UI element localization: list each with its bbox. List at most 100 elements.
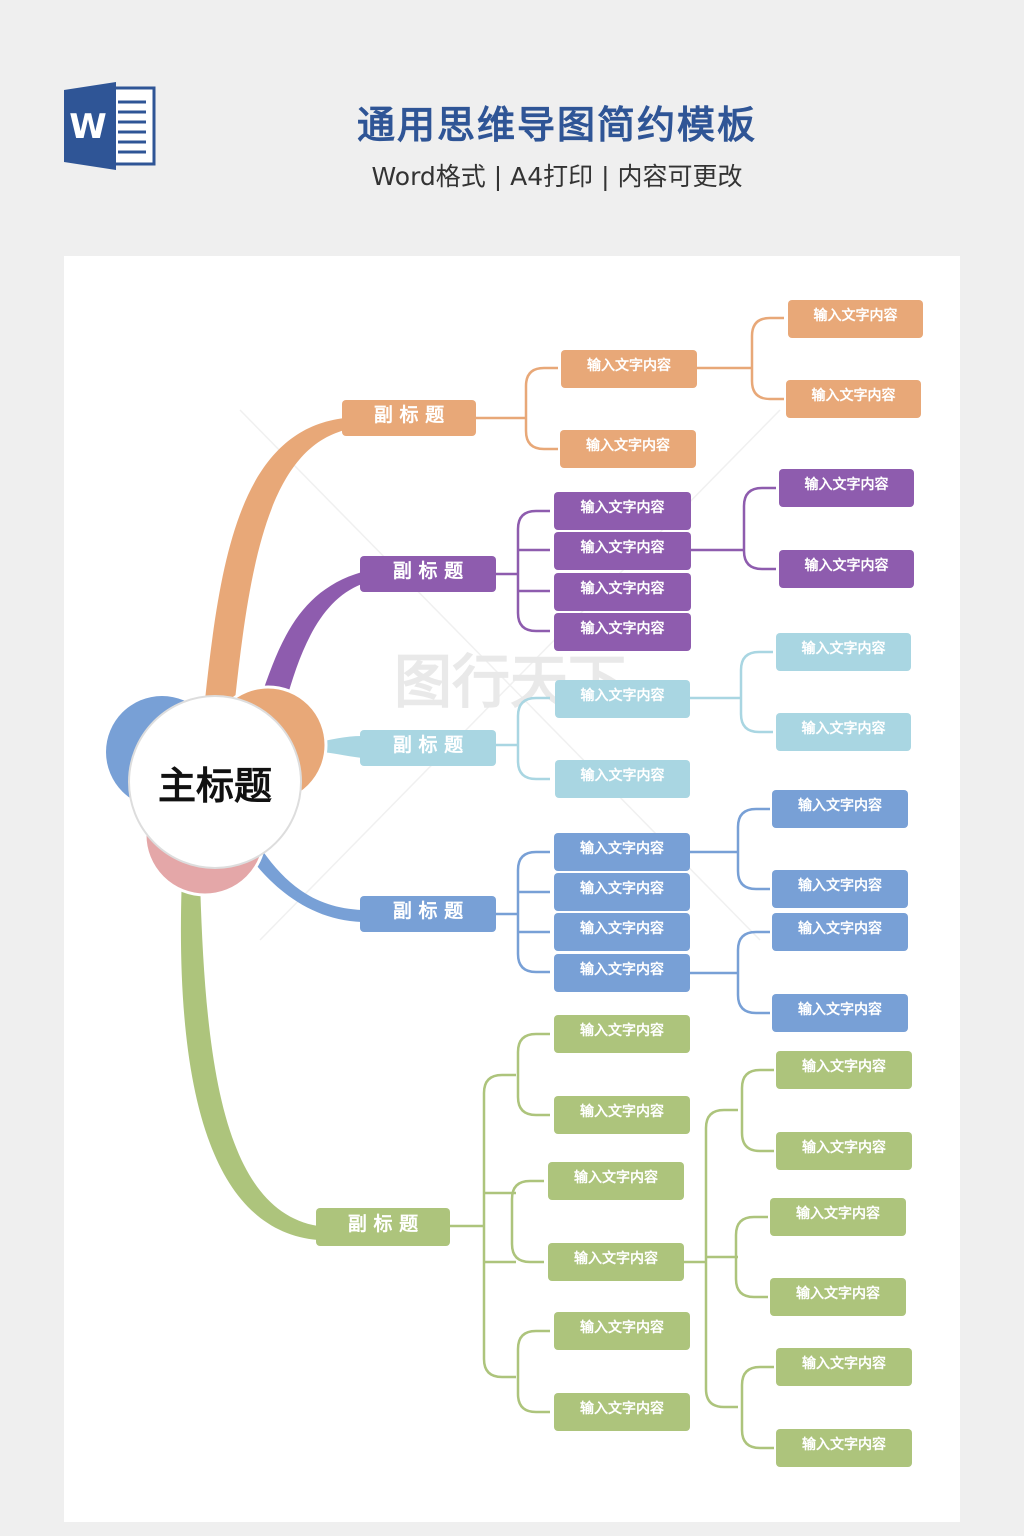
leaf-orange-1: 输入文字内容 (788, 300, 923, 338)
branch-trunk-5 (180, 875, 318, 1240)
leaf-orange-1-label: 输入文字内容 (814, 307, 898, 324)
node-lightblue-1-label: 输入文字内容 (581, 687, 665, 704)
leaf-lightblue-2: 输入文字内容 (776, 713, 911, 751)
leaf-blue-2-label: 输入文字内容 (798, 877, 882, 894)
leaf-green-r6: 输入文字内容 (776, 1429, 912, 1467)
leaf-green-r1-label: 输入文字内容 (802, 1058, 886, 1075)
node-blue-1: 输入文字内容 (554, 833, 690, 871)
leaf-purple-1: 输入文字内容 (779, 469, 914, 507)
logo-letter: W (69, 107, 107, 147)
leaf-green-r3: 输入文字内容 (770, 1198, 906, 1236)
leaf-green-l5: 输入文字内容 (554, 1312, 690, 1350)
main-topic-node: 主标题 (106, 685, 328, 897)
branch-trunk-4 (252, 850, 362, 922)
leaf-orange-2: 输入文字内容 (786, 380, 921, 418)
leaf-blue-2: 输入文字内容 (772, 870, 908, 908)
node-purple-2-label: 输入文字内容 (581, 539, 665, 556)
connector-line (516, 1032, 550, 1117)
connector-line (482, 1073, 516, 1379)
branch-trunk-3 (318, 736, 362, 758)
node-blue-1-label: 输入文字内容 (580, 840, 664, 857)
connector-line (516, 850, 550, 974)
leaf-green-r4-label: 输入文字内容 (796, 1285, 880, 1302)
page-title: 通用思维导图简约模板 (356, 103, 757, 147)
connector-line (736, 807, 770, 891)
leaf-blue-3-label: 输入文字内容 (798, 920, 882, 937)
leaf-green-l2-label: 输入文字内容 (580, 1103, 664, 1120)
main-topic-label: 主标题 (158, 764, 272, 808)
connector-line (750, 316, 784, 401)
node-blue-3-label: 输入文字内容 (580, 920, 664, 937)
node-orange-2-label: 输入文字内容 (586, 437, 670, 454)
word-logo-icon: W (64, 82, 156, 170)
node-purple-3-label: 输入文字内容 (581, 580, 665, 597)
branch-trunk-1 (205, 418, 345, 700)
leaf-blue-4-label: 输入文字内容 (798, 1001, 882, 1018)
leaf-green-l4-label: 输入文字内容 (574, 1250, 658, 1267)
watermark: 图行天下 (239, 409, 781, 941)
node-purple-4-label: 输入文字内容 (581, 620, 665, 637)
leaf-blue-4: 输入文字内容 (772, 994, 908, 1032)
connector-line (742, 486, 776, 571)
node-blue-3: 输入文字内容 (554, 913, 690, 951)
leaf-lightblue-1: 输入文字内容 (776, 633, 911, 671)
page-subtitle: Word格式 | A4打印 | 内容可更改 (371, 162, 743, 191)
leaf-green-r2-label: 输入文字内容 (802, 1139, 886, 1156)
node-blue-4-label: 输入文字内容 (580, 961, 664, 978)
subtopic-orange-label: 副 标 题 (374, 404, 444, 426)
subtopic-green-label: 副 标 题 (348, 1213, 418, 1235)
node-orange-1-label: 输入文字内容 (587, 357, 671, 374)
leaf-green-l5-label: 输入文字内容 (580, 1319, 664, 1336)
leaf-orange-2-label: 输入文字内容 (812, 387, 896, 404)
leaf-green-l2: 输入文字内容 (554, 1096, 690, 1134)
leaf-blue-3: 输入文字内容 (772, 913, 908, 951)
leaf-green-l6-label: 输入文字内容 (580, 1400, 664, 1417)
connector-line (740, 1068, 774, 1153)
node-purple-2: 输入文字内容 (554, 532, 691, 570)
leaf-green-r4: 输入文字内容 (770, 1278, 906, 1316)
leaf-lightblue-1-label: 输入文字内容 (802, 640, 886, 657)
node-lightblue-2-label: 输入文字内容 (581, 767, 665, 784)
node-lightblue-2: 输入文字内容 (555, 760, 690, 798)
leaf-green-l3: 输入文字内容 (548, 1162, 684, 1200)
leaf-green-l1-label: 输入文字内容 (580, 1022, 664, 1039)
connector-line (524, 366, 558, 451)
node-lightblue-1: 输入文字内容 (555, 680, 690, 718)
connector-line (704, 1108, 738, 1409)
subtopic-purple: 副 标 题 (360, 556, 496, 592)
leaf-purple-2-label: 输入文字内容 (805, 557, 889, 574)
connector-line (510, 1179, 544, 1264)
subtopic-lightblue: 副 标 题 (360, 730, 496, 766)
connector-line (516, 1329, 550, 1414)
node-purple-1: 输入文字内容 (554, 492, 691, 530)
node-purple-3: 输入文字内容 (554, 573, 691, 611)
leaf-blue-1-label: 输入文字内容 (798, 797, 882, 814)
leaf-green-r3-label: 输入文字内容 (796, 1205, 880, 1222)
branch-trunk-2 (260, 572, 362, 705)
leaf-green-r5-label: 输入文字内容 (802, 1355, 886, 1372)
leaf-green-l6: 输入文字内容 (554, 1393, 690, 1431)
subtopic-orange: 副 标 题 (342, 400, 476, 436)
connector-line (516, 696, 550, 781)
leaf-green-r6-label: 输入文字内容 (802, 1436, 886, 1453)
subtopic-purple-label: 副 标 题 (393, 560, 463, 582)
leaf-green-l4: 输入文字内容 (548, 1243, 684, 1281)
leaf-green-l3-label: 输入文字内容 (574, 1169, 658, 1186)
connector-line (740, 1365, 774, 1450)
connector-line (516, 509, 550, 633)
subtopic-lightblue-label: 副 标 题 (393, 734, 463, 756)
node-orange-1: 输入文字内容 (561, 350, 697, 388)
leaf-lightblue-2-label: 输入文字内容 (802, 720, 886, 737)
leaf-blue-1: 输入文字内容 (772, 790, 908, 828)
node-purple-1-label: 输入文字内容 (581, 499, 665, 516)
node-blue-4: 输入文字内容 (554, 954, 690, 992)
leaf-green-r5: 输入文字内容 (776, 1348, 912, 1386)
subtopic-blue: 副 标 题 (360, 896, 496, 932)
node-blue-2-label: 输入文字内容 (580, 880, 664, 897)
node-blue-2: 输入文字内容 (554, 873, 690, 911)
subtopic-blue-label: 副 标 题 (393, 900, 463, 922)
leaf-green-r2: 输入文字内容 (776, 1132, 912, 1170)
connector-line (734, 1215, 768, 1299)
node-orange-2: 输入文字内容 (560, 430, 696, 468)
